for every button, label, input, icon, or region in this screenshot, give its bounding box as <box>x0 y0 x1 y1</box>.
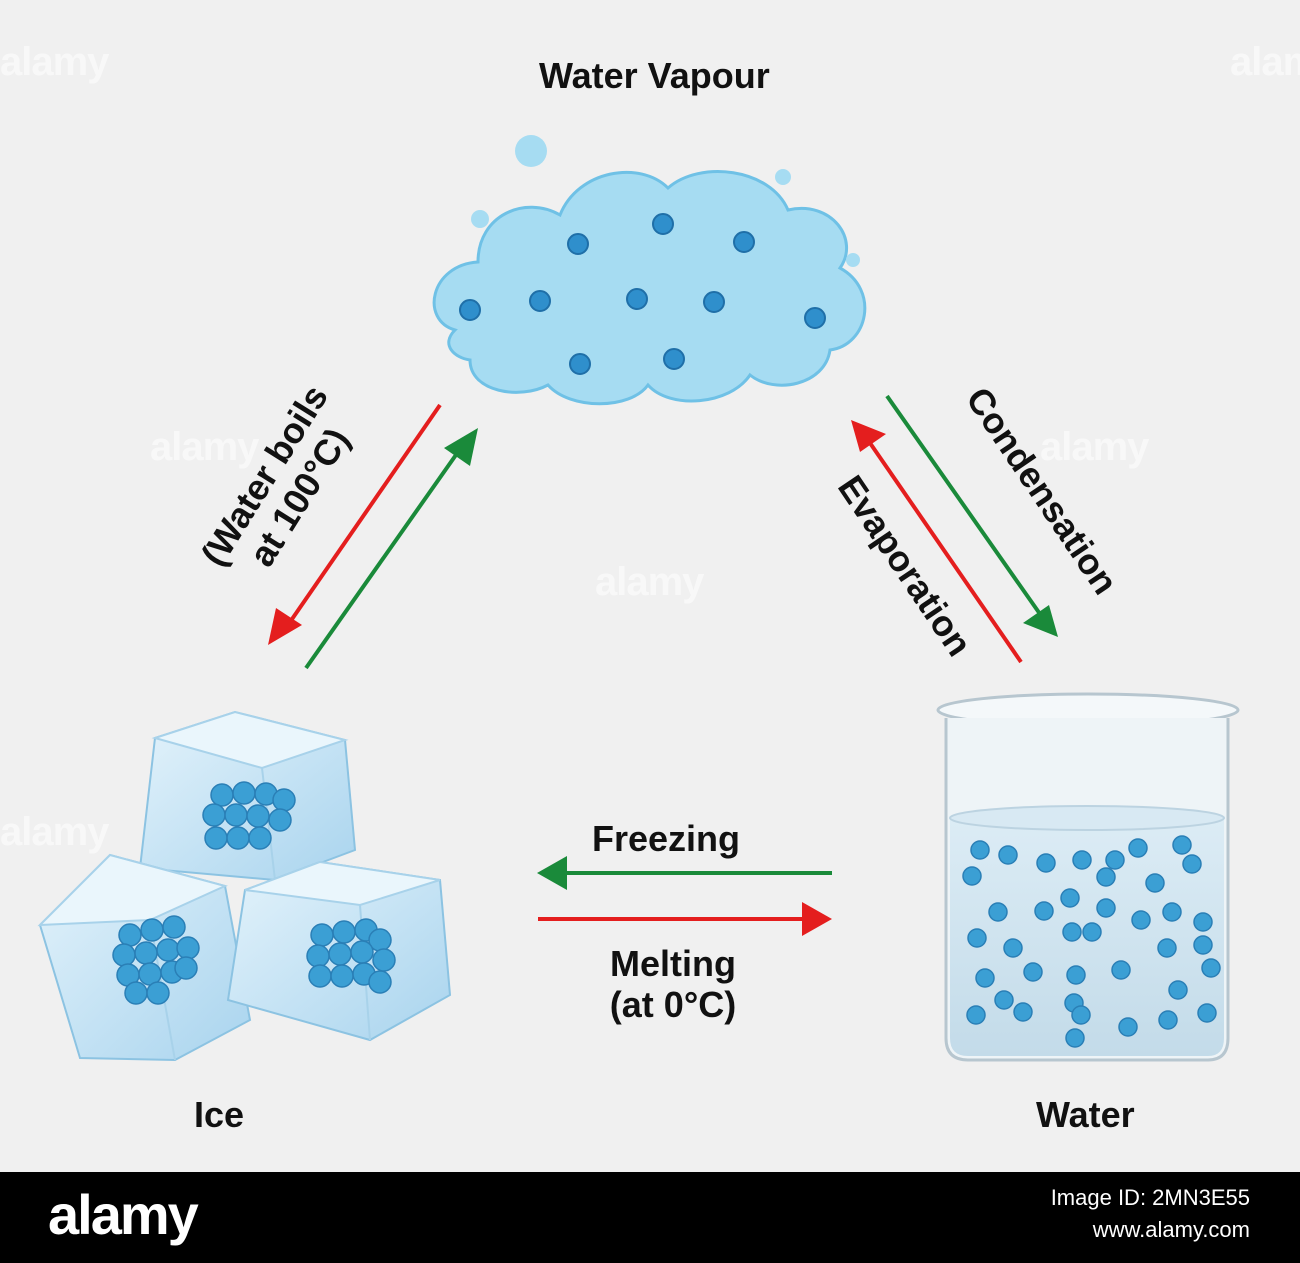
footer-image-info: Image ID: 2MN3E55 www.alamy.com <box>1051 1182 1250 1246</box>
label-melting-line1: Melting <box>610 943 736 984</box>
arrow-condensation <box>885 394 1058 637</box>
watermark: alamy <box>595 560 704 604</box>
arrow-ice-to-vapour <box>304 428 478 670</box>
arrow-vapour-to-ice <box>268 403 442 645</box>
label-melting-line2: (at 0°C) <box>609 984 737 1026</box>
vapour-particles <box>459 213 826 375</box>
watermark: alamy <box>0 40 109 84</box>
label-melting: Melting (at 0°C) <box>573 943 773 1026</box>
footer-bar: alamy Image ID: 2MN3E55 www.alamy.com <box>0 1172 1300 1263</box>
footer-image-id: Image ID: 2MN3E55 <box>1050 1185 1250 1210</box>
footer-url: www.alamy.com <box>1092 1216 1250 1242</box>
watermark: alamy <box>1230 40 1300 84</box>
footer-logo: alamy <box>48 1183 199 1246</box>
label-water: Water <box>1036 1094 1135 1135</box>
label-ice: Ice <box>194 1094 245 1135</box>
arrow-freezing <box>537 856 832 890</box>
watermark: alamy <box>0 810 109 854</box>
water-particles <box>962 835 1221 1048</box>
ice-particle-clusters <box>112 781 396 1005</box>
arrow-evaporation <box>851 420 1023 664</box>
arrow-melting <box>538 902 832 936</box>
watermark: alamy <box>1040 425 1149 469</box>
label-water-vapour: Water Vapour <box>539 55 770 96</box>
vapour-cloud <box>432 135 867 406</box>
watermark: alamy <box>150 425 259 469</box>
ice-cubes <box>37 710 452 1062</box>
water-beaker <box>936 692 1240 1062</box>
label-freezing: Freezing <box>592 818 741 859</box>
